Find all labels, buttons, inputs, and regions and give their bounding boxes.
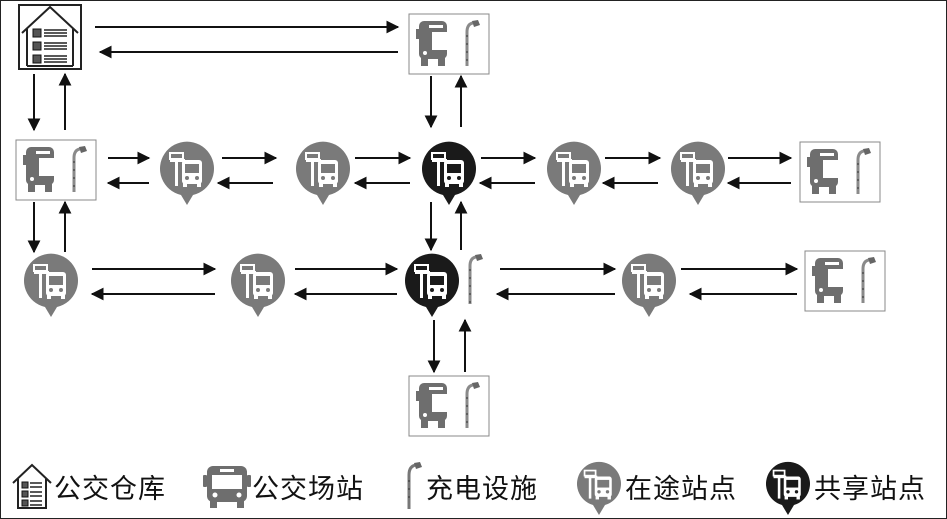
en-route-stop-a1: [160, 141, 214, 205]
en-route-stop-a2: [296, 141, 350, 205]
legend-item-warehouse: 公交仓库: [10, 461, 166, 511]
legend-label-warehouse: 公交仓库: [54, 473, 166, 505]
depot-node-d2: [15, 139, 97, 201]
shared-stop-s2: [404, 253, 459, 317]
bus-depot-icon: [416, 383, 447, 428]
legend-label-charger: 充电设施: [426, 473, 538, 505]
warehouse-node: [18, 4, 82, 70]
warehouse-icon: [12, 463, 52, 509]
charging-pile-icon: [407, 462, 422, 509]
charging-pile-icon: [856, 148, 871, 194]
en-route-stop-a4: [671, 141, 726, 205]
bus-depot-icon: [812, 258, 843, 303]
edges-layer: [27, 20, 799, 374]
shared-stop-s1: [422, 141, 477, 205]
depot-node-d4: [804, 250, 886, 312]
en-route-stop-b2: [230, 253, 285, 317]
legend-item-depot: 公交场站: [202, 461, 364, 511]
shared-stop-icon: [766, 461, 810, 515]
legend-label-shared: 共享站点: [814, 473, 926, 505]
legend: 公交仓库 公交场站 充电设施 在途站点 共享: [0, 455, 947, 519]
en-route-stop-icon: [577, 461, 621, 515]
legend-label-en-route: 在途站点: [625, 473, 737, 505]
depot-node-d5: [408, 375, 490, 437]
legend-item-shared: 共享站点: [762, 461, 926, 515]
en-route-stop-b1: [23, 253, 78, 317]
charging-pile-icon: [861, 257, 876, 303]
bus-depot-icon: [807, 149, 838, 194]
charging-pile-icon: [72, 146, 87, 192]
en-route-stop-a3: [546, 141, 601, 205]
legend-item-en-route: 在途站点: [573, 461, 737, 515]
bus-depot-icon: [203, 466, 251, 508]
en-route-stop-b3: [621, 253, 676, 317]
charging-pile-icon: [465, 20, 480, 66]
legend-label-depot: 公交场站: [252, 473, 364, 505]
network-diagram: [15, 4, 886, 437]
depot-node-d1: [408, 13, 490, 75]
depot-node-d3: [799, 141, 881, 203]
bus-depot-icon: [23, 147, 54, 192]
nodes-layer: [15, 4, 886, 437]
charging-pile-icon: [465, 382, 480, 428]
charging-pile-icon: [468, 254, 483, 304]
legend-item-charger: 充电设施: [400, 461, 538, 511]
bus-depot-icon: [416, 21, 447, 66]
